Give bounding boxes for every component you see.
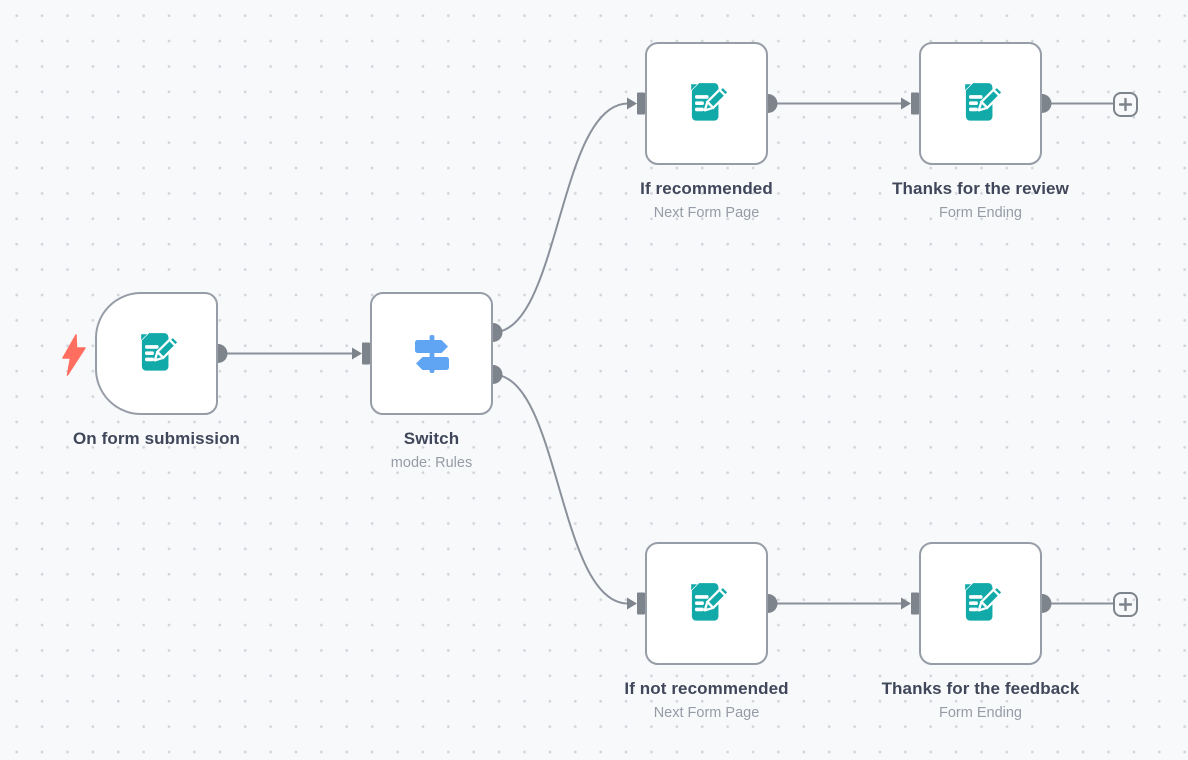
connection-switch-to-if-recommended[interactable] [492, 102, 629, 334]
form-pen-icon [956, 579, 1006, 629]
input-connector-if-not-recommended [627, 592, 645, 615]
form-pen-icon [956, 79, 1006, 129]
input-connector-thanks-review [901, 92, 919, 115]
input-connector-thanks-feedback [901, 592, 919, 615]
connection-switch-to-if-not-recommended[interactable] [492, 373, 629, 605]
plus-icon [1119, 598, 1132, 611]
node-switch[interactable] [370, 292, 493, 415]
form-pen-icon [682, 79, 732, 129]
form-pen-icon [682, 579, 732, 629]
input-connector-switch [352, 342, 370, 365]
add-node-button-bottom[interactable] [1113, 592, 1138, 617]
input-connector-if-recommended [627, 92, 645, 115]
plus-icon [1119, 98, 1132, 111]
form-pen-icon [132, 329, 182, 379]
signpost-icon [408, 330, 456, 378]
lightning-bolt-icon [62, 334, 86, 376]
node-if-not-recommended[interactable] [645, 542, 768, 665]
add-node-button-top[interactable] [1113, 92, 1138, 117]
node-on-form-submission[interactable] [95, 292, 218, 415]
node-thanks-for-the-feedback[interactable] [919, 542, 1042, 665]
node-if-recommended[interactable] [645, 42, 768, 165]
node-thanks-for-the-review[interactable] [919, 42, 1042, 165]
